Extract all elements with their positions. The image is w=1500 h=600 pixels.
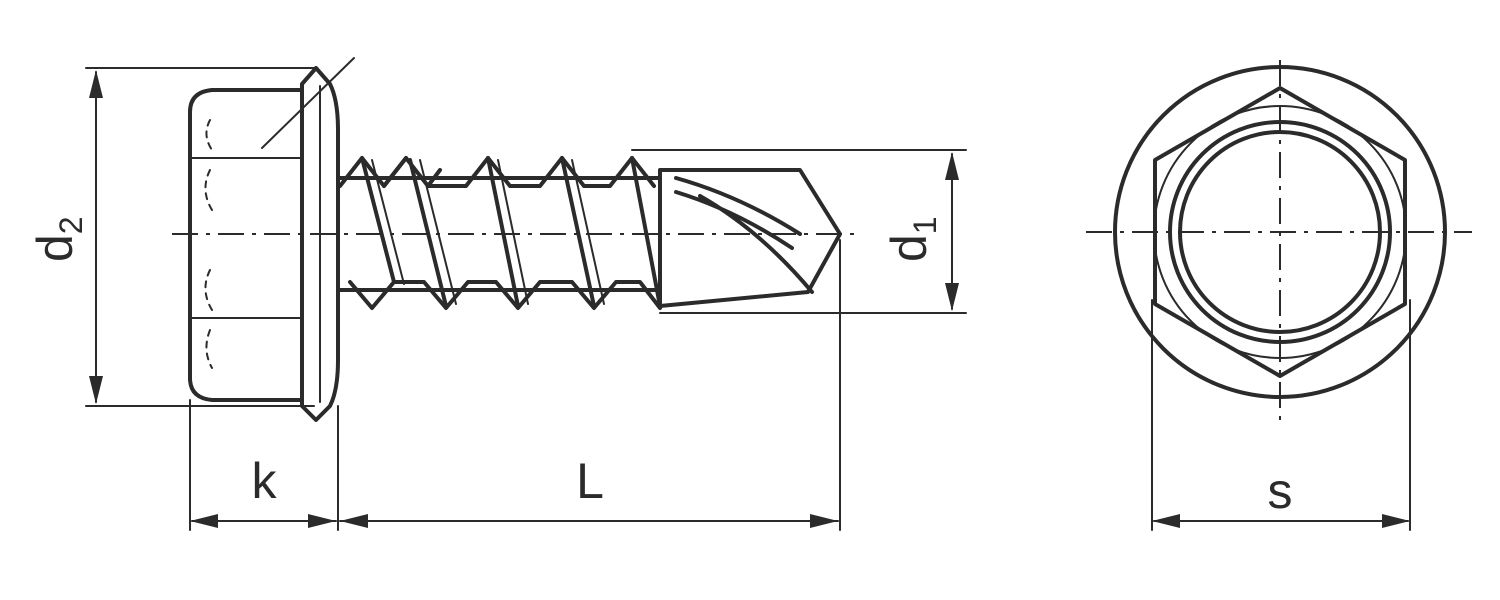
- d1-dimension-line: [945, 152, 959, 311]
- section-hint-line: [261, 57, 355, 149]
- hex-outline: [1153, 86, 1407, 378]
- side-view: d2 d1 k L: [27, 57, 967, 531]
- flange: [300, 66, 340, 422]
- thread-crests-bottom: [348, 280, 662, 310]
- k-dimension-line: [190, 514, 337, 528]
- d2-label: d2: [27, 216, 89, 262]
- drill-flute: [674, 176, 814, 294]
- d2-dimension-line: [89, 70, 103, 404]
- drill-point: [658, 168, 842, 308]
- s-dimension-line: [1152, 514, 1410, 528]
- end-view: s: [1086, 60, 1472, 531]
- d1-label: d1: [881, 216, 943, 262]
- s-label: s: [1268, 463, 1293, 519]
- L-dimension-line: [339, 514, 839, 528]
- hex-head-dashed-outline: [204, 119, 213, 369]
- L-label: L: [576, 453, 604, 509]
- thread-crests-top-2: [382, 156, 442, 188]
- k-label: k: [252, 453, 278, 509]
